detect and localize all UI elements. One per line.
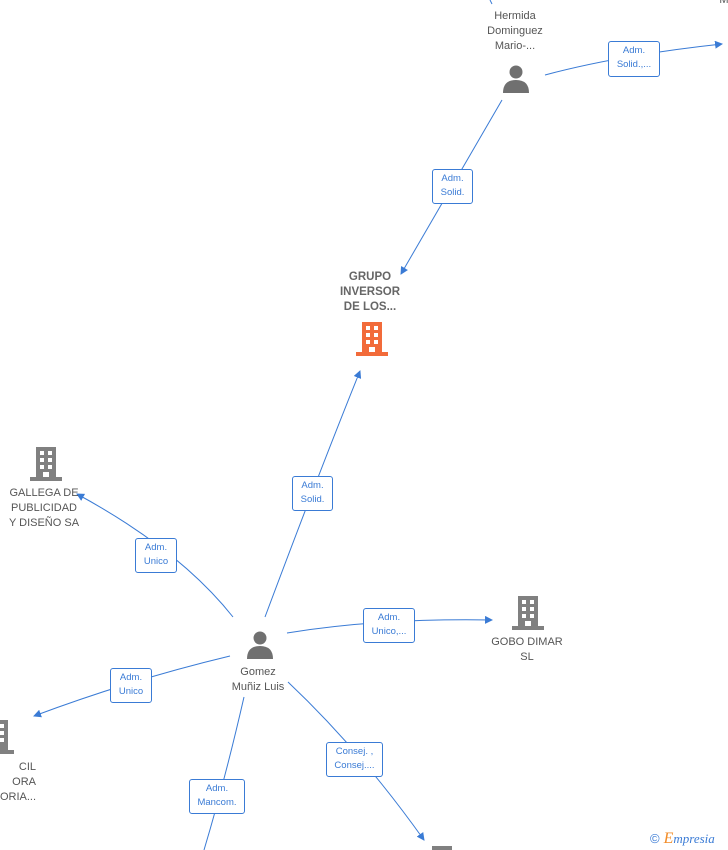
building-icon-left[interactable] <box>0 720 14 754</box>
edge-gomez-bottom <box>203 696 245 850</box>
node-label-left-company[interactable]: CIL ORA ORIA... <box>0 761 36 803</box>
edge-label-gomez-grupo[interactable]: Adm. Solid. <box>292 476 333 511</box>
node-label-gallega[interactable]: GALLEGA DE PUBLICIDAD Y DISEÑO SA <box>8 487 80 529</box>
edge-label-gomez-bottom[interactable]: Adm. Mancom. <box>189 779 245 814</box>
edge-label-gomez-left[interactable]: Adm. Unico <box>110 668 152 703</box>
edge-label-gomez-gobo[interactable]: Adm. Unico,... <box>363 608 415 643</box>
brand-name: mpresia <box>673 831 715 846</box>
building-icon-gobo[interactable] <box>512 596 544 630</box>
building-icon-grupo[interactable] <box>356 322 388 356</box>
edge-label-hermida-topright[interactable]: Adm. Solid.,... <box>608 41 660 77</box>
edge-label-hermida-grupo[interactable]: Adm. Solid. <box>432 169 473 204</box>
building-icon-gallega[interactable] <box>30 447 62 481</box>
building-icon-bottomright[interactable] <box>428 846 456 850</box>
edge-hermida-top <box>489 0 493 5</box>
edge-label-gomez-gallega[interactable]: Adm. Unico <box>135 538 177 573</box>
node-label-hermida[interactable]: Hermida Dominguez Mario-... <box>487 10 543 52</box>
person-icon-hermida[interactable] <box>501 64 531 94</box>
brand-initial: E <box>663 830 674 847</box>
brand-watermark: ©Empresia <box>650 830 715 848</box>
node-label-gomez[interactable]: Gomez Muñiz Luis <box>231 666 285 693</box>
node-label-gobo[interactable]: GOBO DIMAR SL <box>491 636 563 663</box>
node-label-grupo[interactable]: GRUPO INVERSOR DE LOS... <box>339 271 401 313</box>
copyright-symbol: © <box>650 831 660 846</box>
node-label-top-right[interactable]: M <box>719 0 728 6</box>
edge-label-gomez-bottomright[interactable]: Consej. , Consej.... <box>326 742 383 777</box>
person-icon-gomez[interactable] <box>245 630 275 660</box>
